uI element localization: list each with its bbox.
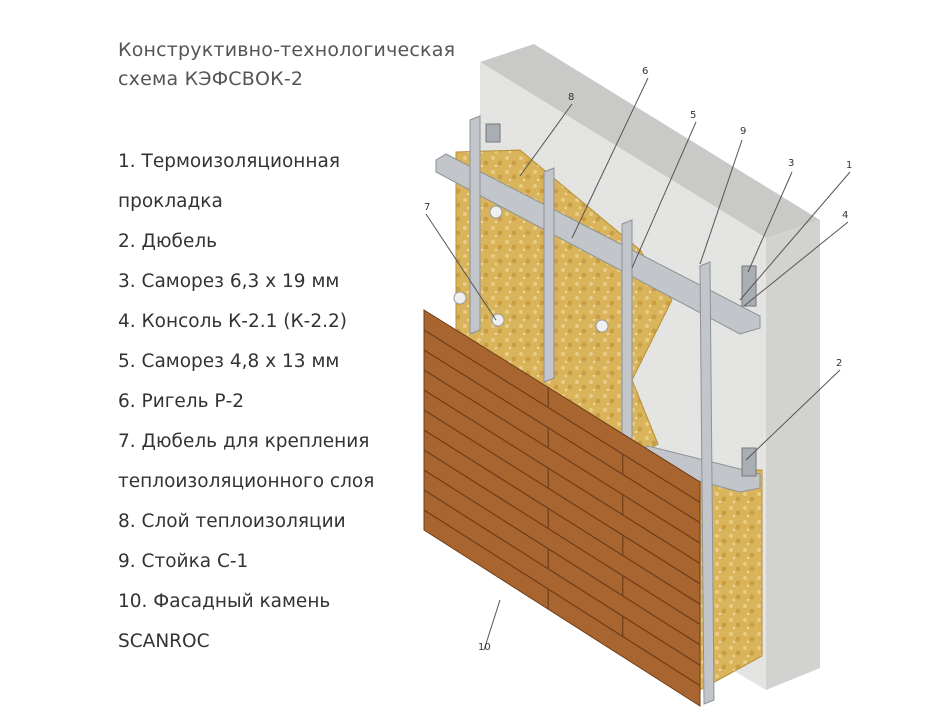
callouts: 1 2 3 4 5 6 7 8 9 10 <box>424 66 852 653</box>
leader-line <box>631 121 697 269</box>
rails <box>435 153 761 493</box>
facade-cladding <box>423 309 701 707</box>
leader-line <box>519 103 573 177</box>
legend-item: 4. Консоль К-2.1 (К-2.2) <box>118 311 347 332</box>
legend-item: 3. Саморез 6,3 х 19 мм <box>118 271 340 292</box>
wall-side <box>766 220 820 690</box>
callout-6: 6 <box>642 66 648 77</box>
board-joint <box>423 429 701 605</box>
bracket <box>741 265 757 307</box>
bracket <box>485 123 501 143</box>
dowel-icon <box>491 313 505 327</box>
leader-line <box>571 77 649 239</box>
leader-line <box>747 171 793 273</box>
leader-line <box>483 599 501 651</box>
bracket <box>741 447 757 477</box>
board-joint <box>423 369 701 544</box>
post <box>621 219 633 453</box>
leader-line <box>745 369 841 461</box>
diagram-title: Конструктивно-технологическая схема КЭФС… <box>118 36 456 94</box>
leader-line <box>699 139 743 265</box>
dowel-icon <box>489 205 503 219</box>
title-line-2: схема КЭФСВОК-2 <box>118 68 304 90</box>
dowels <box>453 205 609 333</box>
posts <box>469 115 715 705</box>
board-joint <box>423 509 701 687</box>
legend-item: прокладка <box>118 191 223 212</box>
post <box>699 261 715 705</box>
brackets <box>485 123 757 477</box>
legend-item: 6. Ригель Р-2 <box>118 391 245 412</box>
leader-line <box>739 171 851 301</box>
board-joint <box>423 469 701 646</box>
leader-line <box>743 221 849 307</box>
dowel-icon <box>595 319 609 333</box>
post <box>469 115 481 335</box>
legend-item: 1. Термоизоляционная <box>118 151 340 172</box>
board-joint <box>423 449 701 626</box>
callout-1: 1 <box>846 160 852 171</box>
callout-4: 4 <box>842 210 848 221</box>
legend-list: 1. Термоизоляционная прокладка 2. Дюбель… <box>118 142 388 662</box>
cladding-panel <box>423 309 701 707</box>
cladding-joints <box>423 329 701 687</box>
board-joint <box>423 349 701 524</box>
board-joint <box>423 409 701 585</box>
callout-5: 5 <box>690 110 696 121</box>
insulation-layer <box>455 149 763 691</box>
wall-top <box>480 44 820 238</box>
dowel-icon <box>453 291 467 305</box>
legend-item: 9. Стойка С-1 <box>118 551 249 572</box>
callout-8: 8 <box>568 92 574 103</box>
callout-3: 3 <box>788 158 794 169</box>
legend-item: 5. Саморез 4,8 х 13 мм <box>118 351 340 372</box>
board-joint <box>423 489 701 666</box>
legend-item: SCANROC <box>118 631 210 652</box>
title-line-1: Конструктивно-технологическая <box>118 39 456 61</box>
legend-item: 8. Слой теплоизоляции <box>118 511 346 532</box>
legend-item: теплоизоляционного слоя <box>118 471 375 492</box>
legend-item: 7. Дюбель для крепления <box>118 431 370 452</box>
board-joint <box>423 389 701 564</box>
callout-9: 9 <box>740 126 746 137</box>
callout-7: 7 <box>424 202 430 213</box>
legend-item: 2. Дюбель <box>118 231 218 252</box>
leader-line <box>425 213 497 321</box>
post <box>543 167 555 383</box>
callout-2: 2 <box>836 358 842 369</box>
board-joint <box>423 329 701 503</box>
legend-item: 10. Фасадный камень <box>118 591 331 612</box>
callout-10: 10 <box>478 642 491 653</box>
rail-upper <box>435 153 761 335</box>
